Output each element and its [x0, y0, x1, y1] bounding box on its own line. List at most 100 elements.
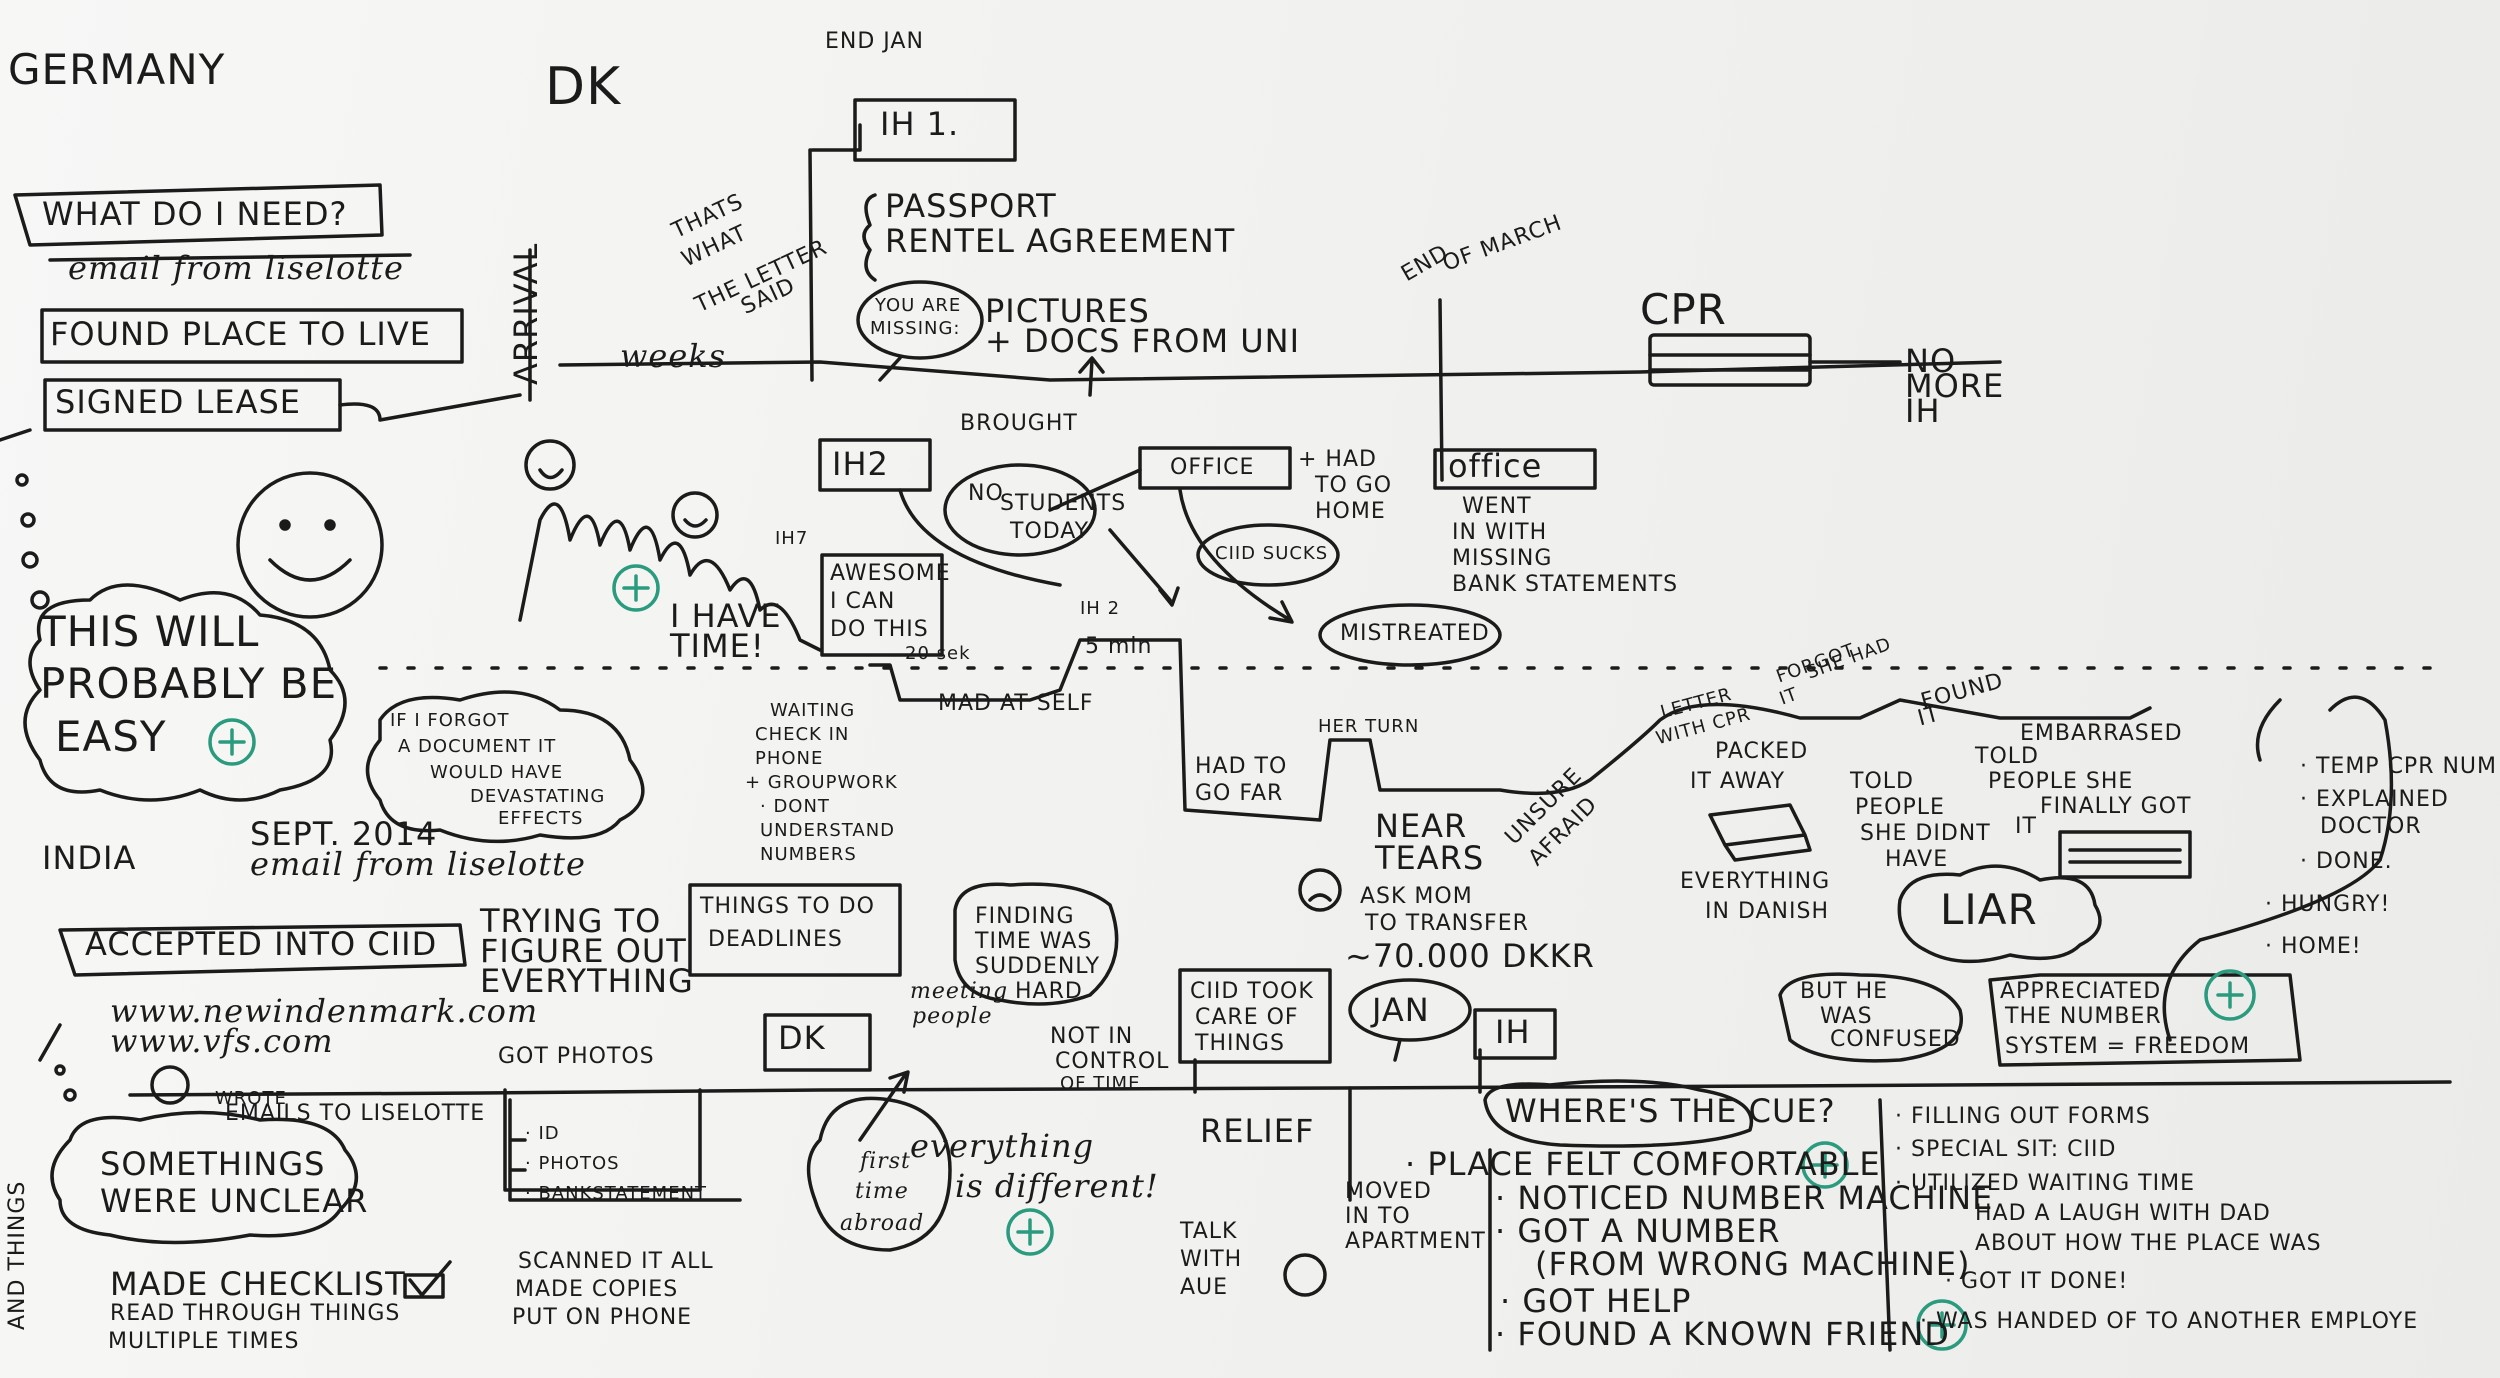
label-weeks: weeks	[620, 340, 726, 374]
label-went: WENT	[1462, 495, 1532, 518]
label-mistreated: MISTREATED	[1340, 622, 1490, 645]
label-waiting-6: UNDERSTAND	[760, 822, 895, 841]
label-arrival: ARRIVAL	[510, 243, 544, 385]
label-scanned-3: PUT ON PHONE	[512, 1306, 692, 1329]
label-told-3: SHE DIDNT	[1860, 822, 1991, 845]
label-everything-danish-2: IN DANISH	[1705, 900, 1829, 923]
plus-icon	[614, 566, 658, 610]
label-ih2: IH2	[832, 448, 889, 482]
label-docs: + DOCS FROM UNI	[985, 325, 1300, 359]
label-jan: JAN	[1372, 994, 1430, 1028]
label-finding-3: SUDDENLY	[975, 955, 1100, 978]
label-her-turn: HER TURN	[1318, 718, 1419, 737]
label-told-1: TOLD	[1850, 770, 1914, 793]
label-told-4: HAVE	[1885, 848, 1948, 871]
label-germany: GERMANY	[8, 48, 225, 92]
label-mad-at-self: MAD AT SELF	[938, 692, 1094, 715]
label-emb-4: FINALLY GOT	[2040, 795, 2191, 818]
label-waiting-7: NUMBERS	[760, 846, 857, 865]
label-talk: TALK	[1180, 1220, 1237, 1243]
label-everything: everything	[910, 1130, 1094, 1164]
label-5min: 5 min	[1085, 635, 1152, 658]
label-and-things: AND THINGS	[6, 1181, 29, 1330]
label-emb-1: EMBARRASED	[2020, 722, 2183, 745]
label-ask-mom-2: TO TRANSFER	[1365, 912, 1529, 935]
label-people: people	[912, 1005, 993, 1028]
label-but-he-1: BUT HE	[1800, 980, 1888, 1003]
right-list-item-6: · HOME!	[2265, 935, 2362, 958]
label-moved-3: APARTMENT	[1345, 1230, 1486, 1253]
label-office: OFFICE	[1170, 456, 1254, 479]
label-told-2: PEOPLE	[1855, 796, 1945, 819]
label-easy-1: THIS WILL	[40, 610, 259, 654]
label-emb-5: IT	[2015, 815, 2037, 838]
label-multiple-times: MULTIPLE TIMES	[108, 1330, 299, 1353]
label-waiting-3: PHONE	[755, 750, 823, 769]
label-relief: RELIEF	[1200, 1115, 1314, 1149]
label-appreciated-1: APPRECIATED	[2000, 980, 2161, 1003]
label-had-to: HAD TO	[1195, 755, 1287, 778]
label-got-number: · GOT A NUMBER	[1495, 1215, 1780, 1249]
label-id: · ID	[525, 1125, 560, 1144]
label-what-do-i-need: WHAT DO I NEED?	[42, 198, 347, 232]
label-ciid-took-1: CIID TOOK	[1190, 980, 1314, 1003]
right-list-item-3: DOCTOR	[2320, 815, 2422, 838]
label-moved-2: IN TO	[1345, 1205, 1411, 1228]
label-waiting-4: + GROUPWORK	[745, 774, 898, 793]
label-aue: AUE	[1180, 1276, 1228, 1299]
label-go-far: GO FAR	[1195, 782, 1283, 805]
label-you-are: YOU ARE	[875, 297, 961, 316]
label-found-place: FOUND PLACE TO LIVE	[50, 318, 431, 352]
label-missing2: MISSING	[1452, 547, 1552, 570]
label-somethings: SOMETHINGS	[100, 1148, 325, 1182]
label-filling-1: · FILLING OUT FORMS	[1895, 1105, 2151, 1128]
label-had: + HAD	[1298, 448, 1377, 471]
label-everything-danish-1: EVERYTHING	[1680, 870, 1830, 893]
label-ih7: IH7	[775, 530, 808, 549]
label-have-time-2: TIME!	[670, 630, 765, 664]
label-place-felt: · PLACE FELT COMFORTABLE	[1405, 1148, 1881, 1182]
label-read-through: READ THROUGH THINGS	[110, 1302, 400, 1325]
label-emb-2: TOLD	[1975, 745, 2039, 768]
label-home: HOME	[1315, 500, 1386, 523]
plus-icon	[210, 720, 254, 764]
label-waiting-5: · DONT	[760, 798, 830, 817]
label-today: TODAY	[1010, 520, 1089, 543]
label-not-in-1: NOT IN	[1050, 1025, 1133, 1048]
label-no-more-3: IH	[1905, 395, 1941, 429]
label-waiting-2: CHECK IN	[755, 726, 849, 745]
label-finding-1: FINDING	[975, 905, 1075, 928]
label-scanned-1: SCANNED IT ALL	[518, 1250, 714, 1273]
label-if-forgot-1: IF I FORGOT	[390, 712, 510, 731]
label-filling-2: · SPECIAL SIT: CIID	[1895, 1138, 2116, 1161]
label-email-liselotte: email from liselotte	[68, 252, 404, 286]
label-filling-5: ABOUT HOW THE PLACE WAS	[1975, 1232, 2322, 1255]
label-to-go: TO GO	[1315, 474, 1392, 497]
link-vfs: www.vfs.com	[110, 1025, 334, 1059]
label-unclear: WERE UNCLEAR	[100, 1185, 368, 1219]
label-if-forgot-5: EFFECTS	[498, 810, 583, 829]
label-no: NO	[968, 482, 1004, 505]
label-awesome-2: I CAN	[830, 590, 895, 613]
label-things-to-do: THINGS TO DO	[700, 895, 875, 918]
label-emb-3: PEOPLE SHE	[1988, 770, 2133, 793]
label-india: INDIA	[42, 842, 136, 876]
label-if-forgot-2: A DOCUMENT IT	[398, 738, 556, 757]
right-list-item-5: · HUNGRY!	[2265, 893, 2390, 916]
right-list-item-2: · EXPLAINED	[2300, 788, 2449, 811]
label-filling-4: HAD A LAUGH WITH DAD	[1975, 1202, 2271, 1225]
label-but-he-3: CONFUSED	[1830, 1028, 1961, 1051]
label-waiting-1: WAITING	[770, 702, 855, 721]
label-moved-1: MOVED	[1345, 1180, 1432, 1203]
label-filling-3: · UTILIZED WAITING TIME	[1895, 1172, 2195, 1195]
label-awesome-1: AWESOME	[830, 562, 951, 585]
label-awesome-3: DO THIS	[830, 618, 929, 641]
label-not-in-2: CONTROL	[1055, 1050, 1169, 1073]
label-if-forgot-4: DEVASTATING	[470, 788, 605, 807]
label-not-in-3: OF TIME	[1060, 1075, 1140, 1094]
label-dk-bottom: DK	[778, 1022, 826, 1056]
label-filling-6: · GOT IT DONE!	[1945, 1270, 2128, 1293]
label-brought: BROUGHT	[960, 412, 1078, 435]
label-first: first	[860, 1150, 911, 1173]
